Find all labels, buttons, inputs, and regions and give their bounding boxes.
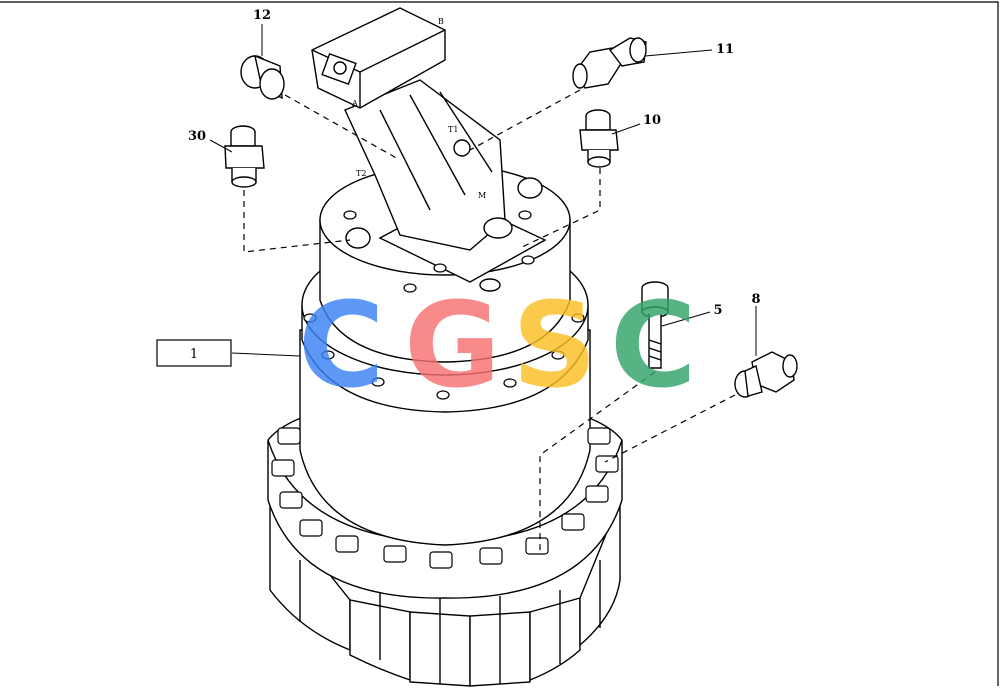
drain-port <box>479 278 501 292</box>
part-30-fitting <box>224 125 265 188</box>
part-11-fitting <box>572 37 647 89</box>
watermark-letter-g: G <box>404 276 501 414</box>
callout-11: 11 <box>716 42 734 57</box>
port-mark-t1: T1 <box>448 125 458 134</box>
callout-12: 12 <box>253 8 271 23</box>
watermark-letter-c1: C <box>298 276 385 414</box>
gear-flange <box>267 439 623 599</box>
watermark-letter-s: S <box>512 276 597 414</box>
part-12-plug <box>240 54 285 100</box>
callout-8: 8 <box>751 292 760 307</box>
part-8-fitting <box>734 351 798 398</box>
lifting-eye-left <box>345 227 371 249</box>
watermark-letter-c2: C <box>610 276 697 414</box>
port-mark-a: A <box>351 99 358 108</box>
leader-lines <box>209 24 757 357</box>
assembly-lines <box>243 89 736 555</box>
lifting-eye-right <box>517 177 543 199</box>
part-10-fitting <box>579 109 619 168</box>
watermark-logo: C G S C <box>298 276 697 414</box>
callout-5: 5 <box>713 303 722 318</box>
port-mark-b: B <box>438 17 444 26</box>
port-m <box>483 217 513 239</box>
callout-30: 30 <box>188 129 206 144</box>
gear-teeth <box>269 498 621 687</box>
callout-1: 1 <box>190 347 198 362</box>
callout-10: 10 <box>643 113 661 128</box>
flange-bolts <box>271 427 619 569</box>
housing-bolts <box>303 210 585 400</box>
port-mark-m: M <box>478 191 486 200</box>
part-5-bolt <box>641 281 669 369</box>
callout-box-1 <box>156 339 232 367</box>
port-mark-t2: T2 <box>356 169 366 178</box>
swing-drive-assembly <box>267 7 623 687</box>
port-t1 <box>453 139 471 157</box>
